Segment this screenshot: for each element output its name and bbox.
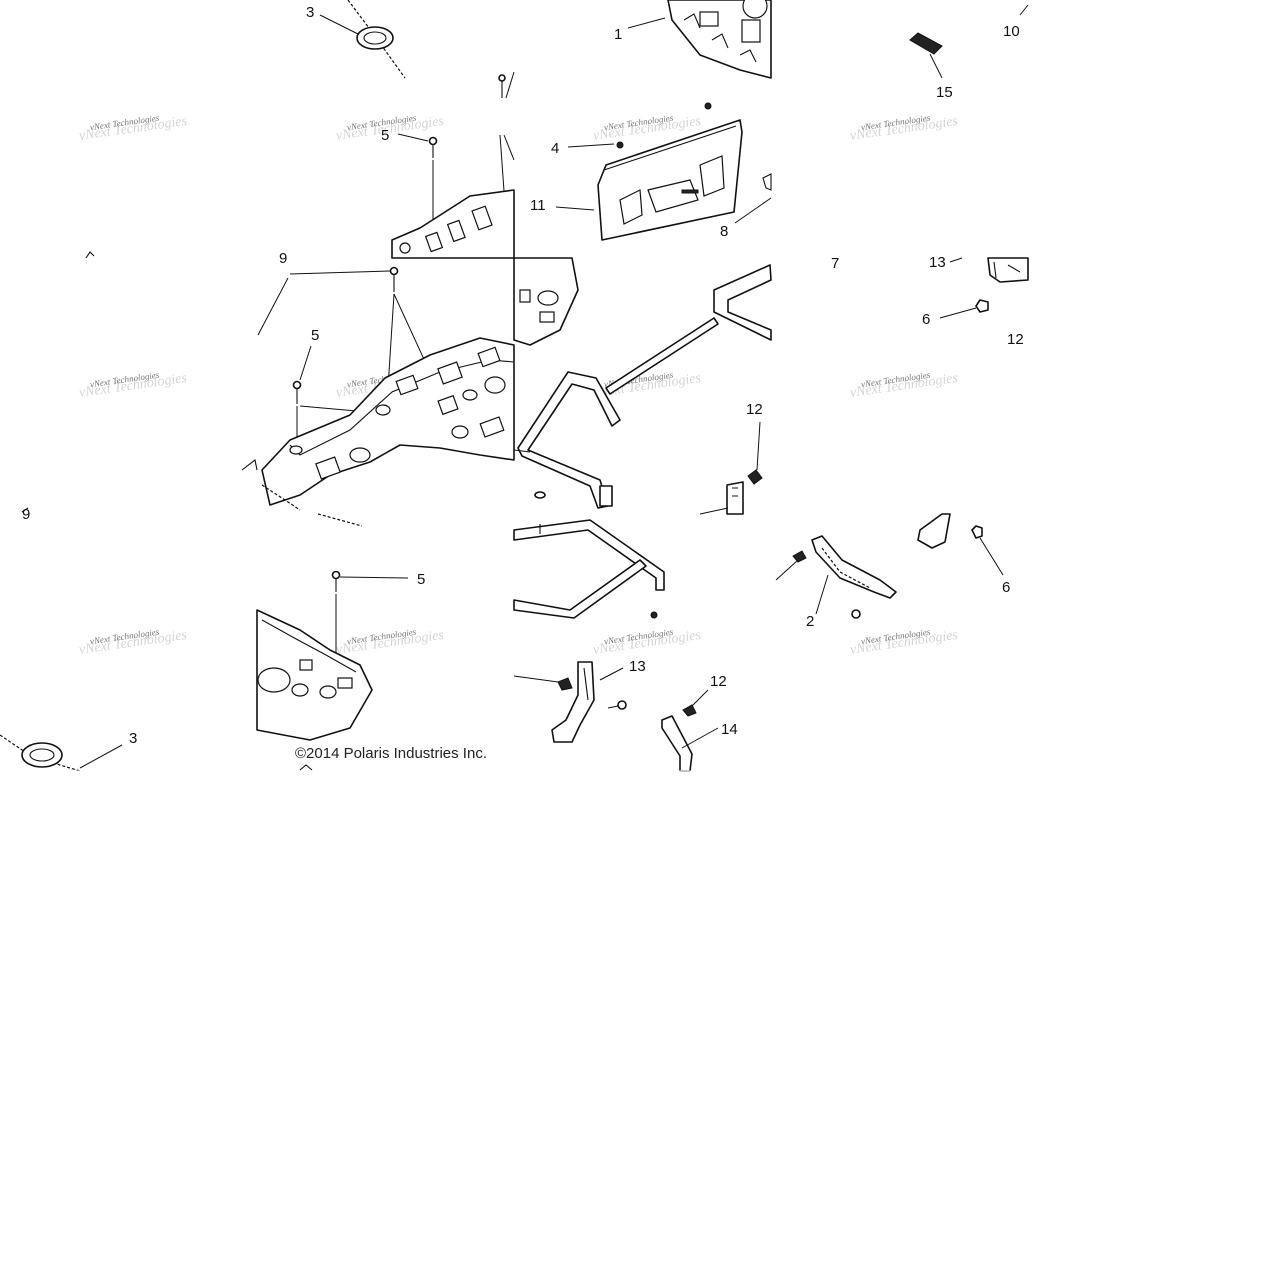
tile-e <box>241 459 258 471</box>
callout-3: 3 <box>306 4 314 21</box>
tile-c <box>555 0 772 241</box>
tile-l <box>775 513 1004 619</box>
callout-1: 1 <box>614 26 622 43</box>
callout-7: 7 <box>831 255 839 272</box>
support-tube <box>661 715 693 772</box>
callout-13: 13 <box>629 658 646 675</box>
watermark: vNext Technologies vNext Technologies <box>78 370 188 401</box>
bracket-left <box>726 481 744 515</box>
footrest-bracket <box>551 661 595 743</box>
hinge-bracket <box>917 513 951 549</box>
rack-frame <box>513 264 772 509</box>
tile-b <box>391 71 515 259</box>
rear-bar <box>597 119 743 241</box>
watermark: vNext Technologies vNext Technologies <box>592 370 702 401</box>
bolt <box>939 299 989 319</box>
screw <box>292 380 302 404</box>
tie-down-strap <box>0 734 81 772</box>
callout-13: 13 <box>929 254 946 271</box>
watermark: vNext Technologies vNext Technologies <box>335 113 445 144</box>
strap-buckle <box>356 26 394 50</box>
tie-down-strap <box>261 484 301 511</box>
callout-4: 4 <box>551 140 559 157</box>
nut-clip <box>557 677 573 691</box>
tile-i <box>0 507 123 772</box>
callout-14: 14 <box>721 721 738 738</box>
tile-d <box>909 4 1029 79</box>
callout-12: 12 <box>710 673 727 690</box>
watermark: vNext Technologies vNext Technologies <box>849 113 959 144</box>
tile-a <box>85 0 406 259</box>
watermarks: vNext Technologies vNext Technologies vN… <box>78 113 959 658</box>
reflector-pad <box>909 32 943 55</box>
screw <box>428 136 438 158</box>
callout-2: 2 <box>806 613 814 630</box>
tile-k <box>513 519 719 772</box>
callout-5: 5 <box>381 127 389 144</box>
screw <box>389 266 399 292</box>
screw <box>498 74 506 98</box>
copyright-notice: ©2014 Polaris Industries Inc. <box>295 745 487 762</box>
watermark: vNext Technologies vNext Technologies <box>592 627 702 658</box>
callout-6: 6 <box>922 311 930 328</box>
callout-8: 8 <box>720 223 728 240</box>
tile-g <box>513 257 772 515</box>
callout-10: 10 <box>1003 23 1020 40</box>
watermark: vNext Technologies vNext Technologies <box>849 627 959 658</box>
callout-11: 11 <box>530 197 546 214</box>
bolt <box>971 525 1004 576</box>
hinge-bracket <box>987 257 1029 283</box>
callout-12: 12 <box>746 401 763 418</box>
bolt <box>607 700 627 710</box>
watermark: vNext Technologies vNext Technologies <box>78 627 188 658</box>
callout-12: 12 <box>1007 331 1024 348</box>
tile-h <box>939 257 1029 319</box>
callout-6: 6 <box>1002 579 1010 596</box>
screw <box>331 570 341 592</box>
push-rivet <box>616 102 712 149</box>
callout-9: 9 <box>22 506 30 523</box>
watermark: vNext Technologies vNext Technologies <box>78 113 188 144</box>
nut-clip <box>747 469 763 485</box>
bolt <box>851 609 861 619</box>
nut-clip <box>682 704 697 717</box>
watermark: vNext Technologies vNext Technologies <box>849 370 959 401</box>
washer <box>534 491 546 499</box>
nut-clip <box>792 550 807 563</box>
callouts: 3 1 10 15 5 4 11 8 9 5 7 13 6 12 12 9 5 … <box>22 4 1024 747</box>
callout-5: 5 <box>311 327 319 344</box>
rack-frame-lower <box>513 519 665 619</box>
callout-9: 9 <box>279 250 287 267</box>
callout-5: 5 <box>417 571 425 588</box>
footrest-arm <box>811 535 897 599</box>
callout-3: 3 <box>129 730 137 747</box>
watermark: vNext Technologies vNext Technologies <box>335 627 445 658</box>
strap-buckle <box>21 742 63 768</box>
callout-15: 15 <box>936 84 953 101</box>
tile-j <box>256 570 409 771</box>
rack-edge <box>256 609 373 741</box>
tile-f <box>257 266 515 527</box>
